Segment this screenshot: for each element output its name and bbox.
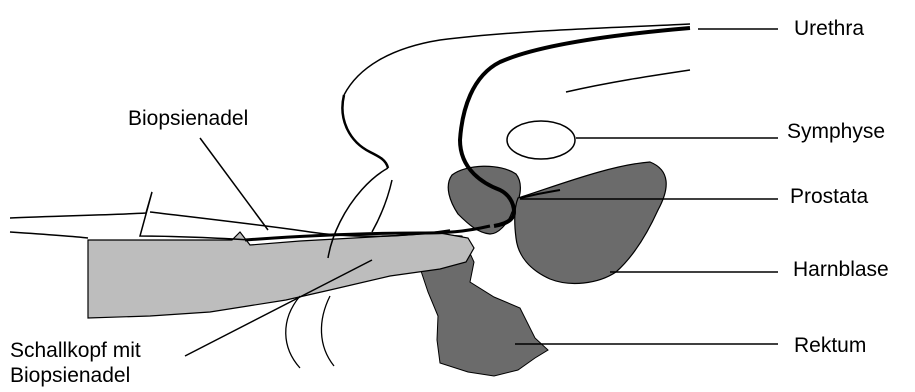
probe-handle-outline <box>10 192 250 240</box>
pelvic-contour-right <box>566 70 690 92</box>
ultrasound-probe-shape <box>88 232 474 318</box>
symphysis-shape <box>507 121 575 159</box>
lower-curve-1 <box>286 296 300 368</box>
label-biopsienadel: Biopsienadel <box>128 107 248 131</box>
label-rektum: Rektum <box>794 334 866 358</box>
lower-curve-2 <box>321 296 334 366</box>
posterior-contour-2 <box>372 180 392 232</box>
bladder-shape <box>515 162 667 283</box>
label-urethra: Urethra <box>794 17 864 41</box>
leader-biopsienadel <box>200 138 268 230</box>
probe-handle-lower <box>10 232 88 238</box>
label-prostata: Prostata <box>790 185 868 209</box>
pelvic-contour-inner <box>342 95 388 168</box>
label-schallkopf-line2: Biopsienadel <box>10 364 130 388</box>
label-symphyse: Symphyse <box>787 120 885 144</box>
label-harnblase: Harnblase <box>793 258 889 282</box>
label-schallkopf-line1: Schallkopf mit <box>10 339 141 363</box>
